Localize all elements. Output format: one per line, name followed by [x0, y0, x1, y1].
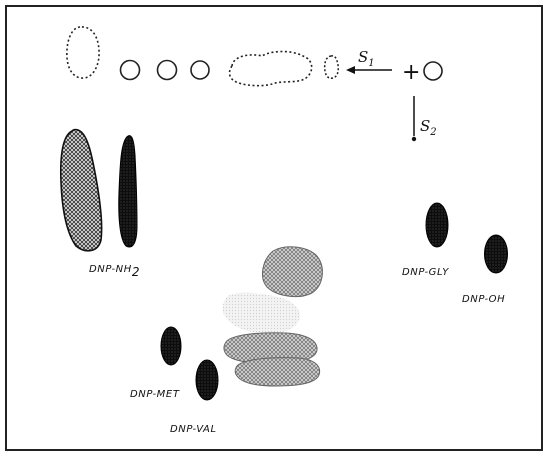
- dotted-spot-left: [67, 27, 99, 78]
- dnp-nh2-label: DNP-NH2: [89, 264, 140, 279]
- dark-streak-spot: [119, 136, 137, 247]
- spot-dnp-gly: DNP-GLY: [402, 203, 449, 278]
- dnp-met-label: DNP-MET: [130, 389, 180, 400]
- dnp-met-spot: [161, 327, 181, 365]
- origin-marker: +: [402, 60, 442, 85]
- arrow-s2-label: S2: [420, 117, 437, 138]
- spot-dnp-oh: DNP-OH: [462, 235, 508, 305]
- arrow-s1-label: S1: [358, 48, 375, 69]
- spot-dnp-met: DNP-MET: [130, 327, 181, 400]
- dnp-gly-label: DNP-GLY: [402, 267, 449, 278]
- dnp-oh-spot: [485, 235, 508, 273]
- spot-dnp-nh2: DNP-NH2: [61, 130, 140, 280]
- central-spot-cluster: [223, 247, 323, 386]
- dnp-gly-spot: [426, 203, 448, 247]
- circle-spot-1: [121, 61, 140, 80]
- origin-circle: [424, 62, 442, 80]
- dnp-val-spot: [196, 360, 218, 400]
- circle-spot-2: [158, 61, 177, 80]
- circle-spot-3: [191, 61, 209, 79]
- top-row-spots: [67, 27, 338, 86]
- hatched-streak-spot: [61, 130, 102, 251]
- dotted-small-spot: [325, 56, 339, 78]
- faint-smear: [223, 293, 300, 334]
- hatched-spot-upper: [262, 247, 322, 297]
- dnp-oh-label: DNP-OH: [462, 294, 505, 305]
- hatched-spot-lower: [235, 358, 319, 386]
- arrow-s1: S1: [346, 48, 392, 74]
- dotted-cloud-spot: [230, 52, 312, 86]
- arrow-s2: S2: [412, 96, 437, 141]
- dnp-val-label: DNP-VAL: [170, 424, 217, 435]
- origin-plus: +: [402, 60, 420, 85]
